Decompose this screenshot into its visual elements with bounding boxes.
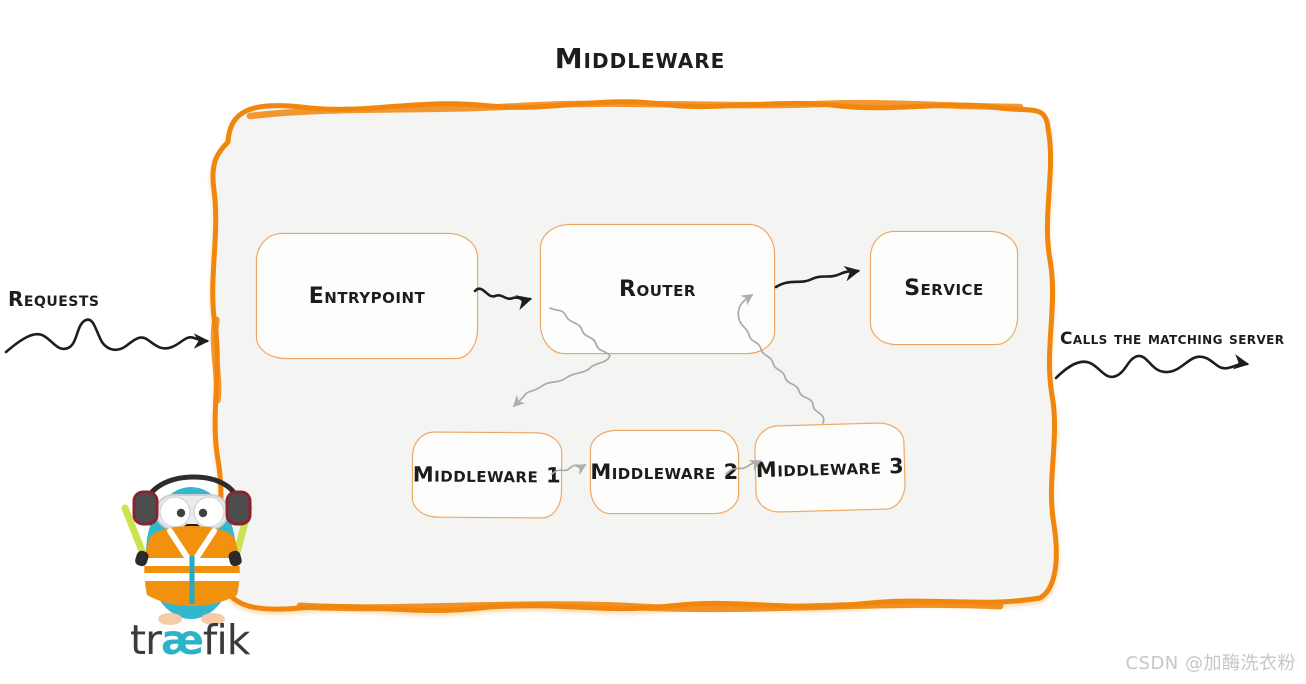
node-service-label: Service (904, 275, 984, 301)
gopher-vest (144, 526, 240, 606)
gopher-right-earcup (225, 490, 252, 526)
node-router: Router (540, 224, 775, 354)
requests-label: Requests (8, 287, 100, 311)
gopher-right-pupil (198, 508, 208, 518)
wordmark-ae-ligature: æ (160, 616, 204, 664)
node-router-label: Router (619, 276, 696, 302)
traefik-wordmark: træfik (130, 616, 251, 664)
gopher-vest-stripe-2 (144, 573, 240, 581)
node-service: Service (870, 231, 1018, 345)
node-middleware-1: Middleware 1 (411, 431, 563, 519)
gopher-nose (184, 524, 200, 534)
arrow-entrypoint-to-router (473, 287, 533, 311)
gopher-headphones-band (143, 474, 241, 511)
gopher-vest-collar-left (167, 528, 192, 563)
container-brush-accent-top (246, 99, 1024, 120)
gopher-left-stick (121, 504, 148, 560)
gopher-goggles (155, 494, 229, 530)
csdn-watermark: CSDN @加酶洗衣粉 (1125, 653, 1296, 674)
container-brush-accent-bottom (296, 600, 1004, 613)
node-middleware-2: Middleware 2 (590, 430, 739, 514)
wordmark-pre: tr (130, 616, 162, 664)
gopher-left-pupil (176, 508, 186, 518)
container-brush-accent-left (210, 316, 222, 404)
node-middleware-3: Middleware 3 (753, 421, 907, 514)
arrow-requests-to-entrypoint (4, 318, 210, 354)
node-entrypoint-label: Entrypoint (308, 283, 426, 309)
calls-matching-server-label: Calls the matching server (1060, 329, 1285, 349)
diagram-title: Middleware (554, 42, 726, 75)
gopher-right-hand (228, 550, 242, 567)
wordmark-post: fik (202, 616, 251, 664)
gopher-body (146, 487, 236, 619)
gopher-teeth (185, 532, 199, 545)
gopher-right-eye (193, 496, 225, 528)
gopher-vest-stripe-1 (144, 558, 240, 566)
gopher-right-stick (232, 504, 253, 560)
gopher-vest-collar-right (192, 528, 217, 563)
gopher-left-hand (135, 550, 149, 567)
gopher-left-eye (159, 496, 191, 528)
node-middleware-1-label: Middleware 1 (412, 462, 562, 488)
node-middleware-2-label: Middleware 2 (590, 460, 739, 484)
node-middleware-3-label: Middleware 3 (755, 453, 905, 482)
arrow-calls-matching-server (1054, 354, 1250, 380)
traefik-gopher-logo (121, 474, 253, 625)
node-entrypoint: Entrypoint (256, 233, 478, 359)
arrow-router-to-service (774, 265, 861, 289)
gopher-left-earcup (132, 490, 159, 526)
